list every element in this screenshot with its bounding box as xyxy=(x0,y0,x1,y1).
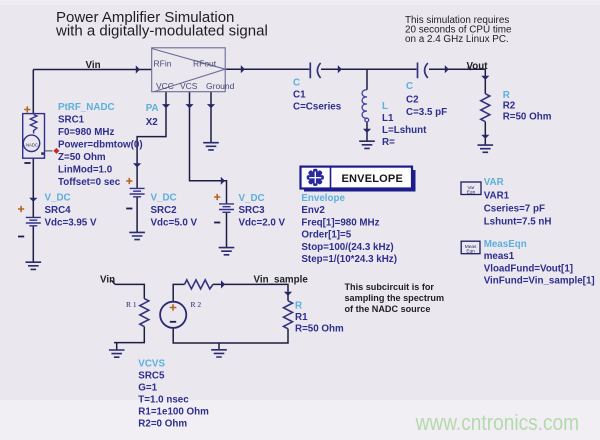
svg-text:www.cntronics.com: www.cntronics.com xyxy=(415,410,579,435)
svg-text:V_DC: V_DC xyxy=(239,193,265,204)
svg-text:Vdc=2.0 V: Vdc=2.0 V xyxy=(239,218,286,229)
svg-text:R2=0 Ohm: R2=0 Ohm xyxy=(138,419,187,430)
svg-text:C2: C2 xyxy=(406,95,419,106)
svg-text:VinFund=Vin_sample[1]: VinFund=Vin_sample[1] xyxy=(484,276,595,287)
svg-text:VAR1: VAR1 xyxy=(484,191,510,202)
svg-text:Lshunt=7.5 nH: Lshunt=7.5 nH xyxy=(484,217,552,228)
svg-text:VloadFund=Vout[1]: VloadFund=Vout[1] xyxy=(484,263,573,274)
svg-text:SRC3: SRC3 xyxy=(239,205,266,216)
svg-text:RFout: RFout xyxy=(193,59,217,69)
svg-text:Vdc=3.95 V: Vdc=3.95 V xyxy=(45,218,97,229)
svg-text:V_DC: V_DC xyxy=(151,193,177,204)
svg-text:L=Lshunt: L=Lshunt xyxy=(382,125,427,136)
svg-text:This simulation requires: This simulation requires xyxy=(405,15,509,26)
svg-text:meas1: meas1 xyxy=(484,251,515,262)
svg-text:Freq[1]=980 MHz: Freq[1]=980 MHz xyxy=(301,217,379,228)
svg-text:SRC2: SRC2 xyxy=(151,205,178,216)
svg-text:R1: R1 xyxy=(295,312,308,323)
svg-text:Stop=100/(24.3 kHz): Stop=100/(24.3 kHz) xyxy=(301,242,393,253)
svg-text:Power Amplifier Simulation: Power Amplifier Simulation xyxy=(56,9,234,26)
svg-text:Power=dbmtow(0): Power=dbmtow(0) xyxy=(58,140,143,151)
svg-text:Meas: Meas xyxy=(465,244,477,250)
svg-text:MeasEqn: MeasEqn xyxy=(484,239,527,250)
svg-text:VCVS: VCVS xyxy=(138,359,165,370)
svg-text:Vout: Vout xyxy=(467,61,489,72)
svg-text:C=3.5 pF: C=3.5 pF xyxy=(406,107,447,118)
svg-text:SRC1: SRC1 xyxy=(58,115,85,126)
svg-text:Eqn: Eqn xyxy=(467,190,476,196)
svg-text:Vin: Vin xyxy=(86,60,101,71)
svg-text:of the NADC source: of the NADC source xyxy=(345,304,431,314)
svg-text:Cseries=7 pF: Cseries=7 pF xyxy=(484,204,545,215)
svg-text:R=50 Ohm: R=50 Ohm xyxy=(295,324,344,335)
svg-text:V_DC: V_DC xyxy=(45,193,71,204)
svg-text:C=Cseries: C=Cseries xyxy=(293,102,342,113)
svg-text:R=50 Ohm: R=50 Ohm xyxy=(503,112,552,123)
svg-text:VCS: VCS xyxy=(180,81,198,91)
svg-text:R1=1e100 Ohm: R1=1e100 Ohm xyxy=(138,407,209,418)
svg-text:VAR: VAR xyxy=(484,177,504,188)
svg-text:L1: L1 xyxy=(382,113,394,124)
svg-text:Var: Var xyxy=(467,185,475,191)
svg-text:Vdc=5.0 V: Vdc=5.0 V xyxy=(151,218,198,229)
svg-text:R 2: R 2 xyxy=(191,300,202,309)
svg-text:VCC: VCC xyxy=(156,81,174,91)
svg-text:sampling the spectrum: sampling the spectrum xyxy=(345,293,445,303)
svg-text:G=1: G=1 xyxy=(138,383,157,394)
svg-text:F0=980 MHz: F0=980 MHz xyxy=(58,127,114,138)
svg-text:Vin_sample: Vin_sample xyxy=(254,275,309,286)
svg-text:This subcircuit is for: This subcircuit is for xyxy=(345,282,435,292)
svg-text:Env2: Env2 xyxy=(301,205,325,216)
svg-text:on a 2.4 GHz Linux PC.: on a 2.4 GHz Linux PC. xyxy=(405,34,509,45)
svg-text:R2: R2 xyxy=(503,101,516,112)
svg-text:Order[1]=5: Order[1]=5 xyxy=(301,230,351,241)
svg-text:Z=50 Ohm: Z=50 Ohm xyxy=(58,152,106,163)
svg-text:X2: X2 xyxy=(146,117,159,128)
svg-text:R=: R= xyxy=(382,137,395,148)
svg-text:Ground: Ground xyxy=(206,81,235,91)
svg-text:with a digitally-modulated sig: with a digitally-modulated signal xyxy=(55,22,268,39)
svg-text:Toffset=0 sec: Toffset=0 sec xyxy=(58,177,121,188)
svg-text:C1: C1 xyxy=(293,90,306,101)
svg-text:RFin: RFin xyxy=(154,59,172,69)
svg-text:SRC4: SRC4 xyxy=(45,205,72,216)
svg-text:R 1: R 1 xyxy=(126,300,137,309)
svg-text:Step=1/(10*24.3 kHz): Step=1/(10*24.3 kHz) xyxy=(301,254,397,265)
svg-text:C: C xyxy=(293,78,300,89)
svg-text:Envelope: Envelope xyxy=(301,193,345,204)
svg-text:C: C xyxy=(406,81,413,92)
svg-text:Vin: Vin xyxy=(100,275,115,286)
svg-text:LinMod=1.0: LinMod=1.0 xyxy=(58,165,113,176)
svg-text:SRC5: SRC5 xyxy=(138,371,165,382)
svg-text:R: R xyxy=(295,301,302,312)
svg-text:20 seconds of CPU time: 20 seconds of CPU time xyxy=(405,25,512,36)
svg-text:T=1.0 nsec: T=1.0 nsec xyxy=(138,395,189,406)
svg-text:L: L xyxy=(382,101,388,112)
svg-text:PA: PA xyxy=(146,103,159,114)
svg-text:PtRF_NADC: PtRF_NADC xyxy=(58,102,115,113)
svg-text:R: R xyxy=(503,90,510,101)
svg-text:NADC: NADC xyxy=(26,143,38,148)
svg-text:ENVELOPE: ENVELOPE xyxy=(342,173,404,185)
svg-text:Eqn: Eqn xyxy=(466,249,475,255)
